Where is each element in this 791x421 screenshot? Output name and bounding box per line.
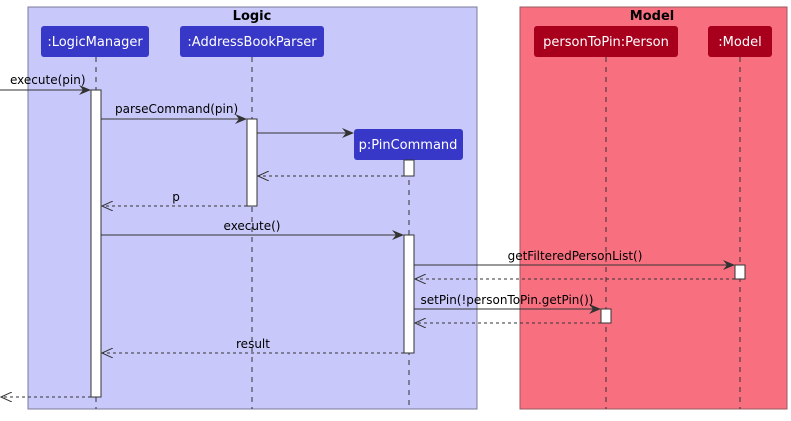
participant-pin-command: p:PinCommand (354, 129, 463, 160)
participant-address-book-parser: :AddressBookParser (180, 26, 324, 57)
activation-pin-command-execute (403, 234, 415, 354)
activation-pin-command-create (403, 159, 415, 177)
message-return-result: result (102, 337, 404, 353)
participant-box (41, 26, 149, 57)
message-return-p: p (102, 190, 247, 206)
model-box-title: Model (630, 9, 674, 24)
message-get-filtered-person-list: getFilteredPersonList() (414, 249, 735, 270)
message-label: parseCommand(pin) (115, 102, 238, 116)
activation-logic-manager (90, 89, 102, 398)
message-label: result (236, 337, 270, 351)
message-label: getFilteredPersonList() (508, 249, 643, 263)
message-label: p (172, 190, 180, 204)
message-label: execute() (224, 219, 281, 233)
activation-address-book-parser (246, 118, 258, 207)
message-execute: execute() (101, 219, 404, 240)
activation-person-to-pin (600, 308, 612, 324)
model-box-background (519, 6, 788, 410)
participant-box (708, 26, 772, 57)
participant-label: p:PinCommand (359, 138, 458, 153)
participant-label: :LogicManager (47, 35, 143, 50)
participant-box (534, 26, 678, 57)
participant-logic-manager: :LogicManager (41, 26, 149, 57)
participant-label: :Model (718, 35, 761, 50)
participant-box (354, 129, 463, 160)
participant-label: personToPin:Person (543, 35, 669, 50)
model-box: Model (519, 6, 788, 410)
message-parse-command: parseCommand(pin) (101, 102, 247, 124)
participant-model: :Model (708, 26, 772, 57)
message-label: setPin(!personToPin.getPin()) (421, 293, 594, 307)
message-label: execute(pin) (10, 73, 86, 87)
logic-box-title: Logic (233, 9, 272, 24)
message-execute-pin: execute(pin) (0, 73, 91, 95)
participant-box (180, 26, 324, 57)
activation-model (734, 264, 746, 280)
participant-person-to-pin: personToPin:Person (534, 26, 678, 57)
message-set-pin: setPin(!personToPin.getPin()) (414, 293, 601, 314)
participant-label: :AddressBookParser (187, 35, 317, 50)
